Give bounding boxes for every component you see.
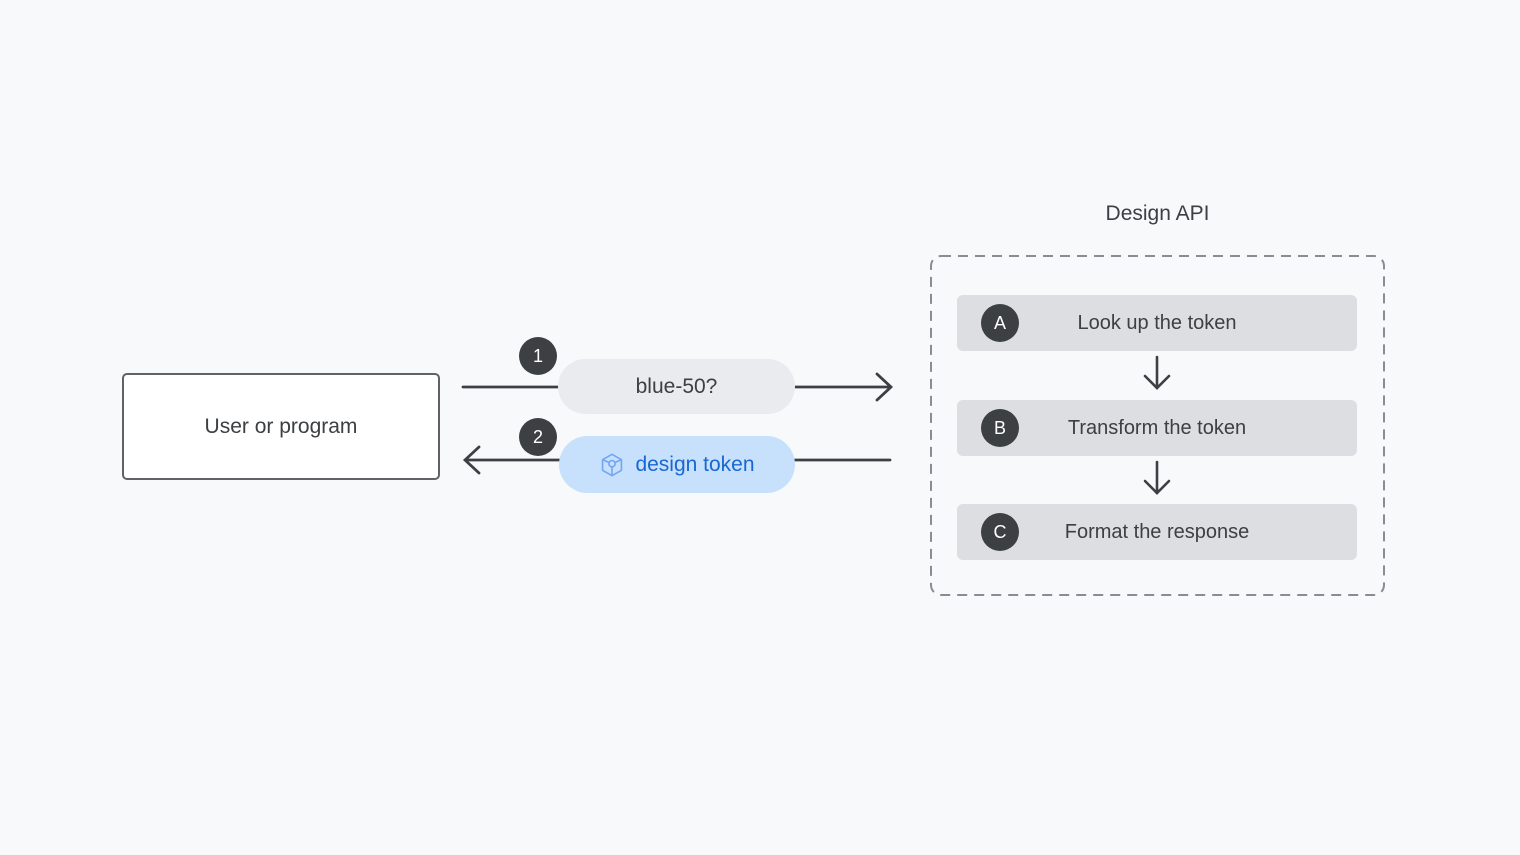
api-step-badge-b: B [981,409,1019,447]
api-step-badge-a: A [981,304,1019,342]
arrow-down-icon [1143,355,1171,390]
api-step-badge-c: C [981,513,1019,551]
request-pill-label: blue-50? [635,374,718,398]
response-arrowhead-left [462,445,481,475]
request-pill: blue-50? [558,359,795,414]
user-or-program-node: User or program [122,373,440,480]
api-step-lookup: Look up the token A [957,295,1357,351]
request-arrowhead-right [875,372,894,402]
user-or-program-label: User or program [204,414,358,438]
sequence-badge-1: 1 [519,337,557,375]
api-step-format: Format the response C [957,504,1357,560]
api-step-transform: Transform the token B [957,400,1357,456]
response-pill: design token [559,436,795,493]
sequence-badge-2: 2 [519,418,557,456]
api-title: Design API [1105,202,1210,225]
arrow-down-icon [1143,460,1171,495]
design-token-cube-icon [602,452,623,477]
response-pill-label: design token [635,452,755,476]
